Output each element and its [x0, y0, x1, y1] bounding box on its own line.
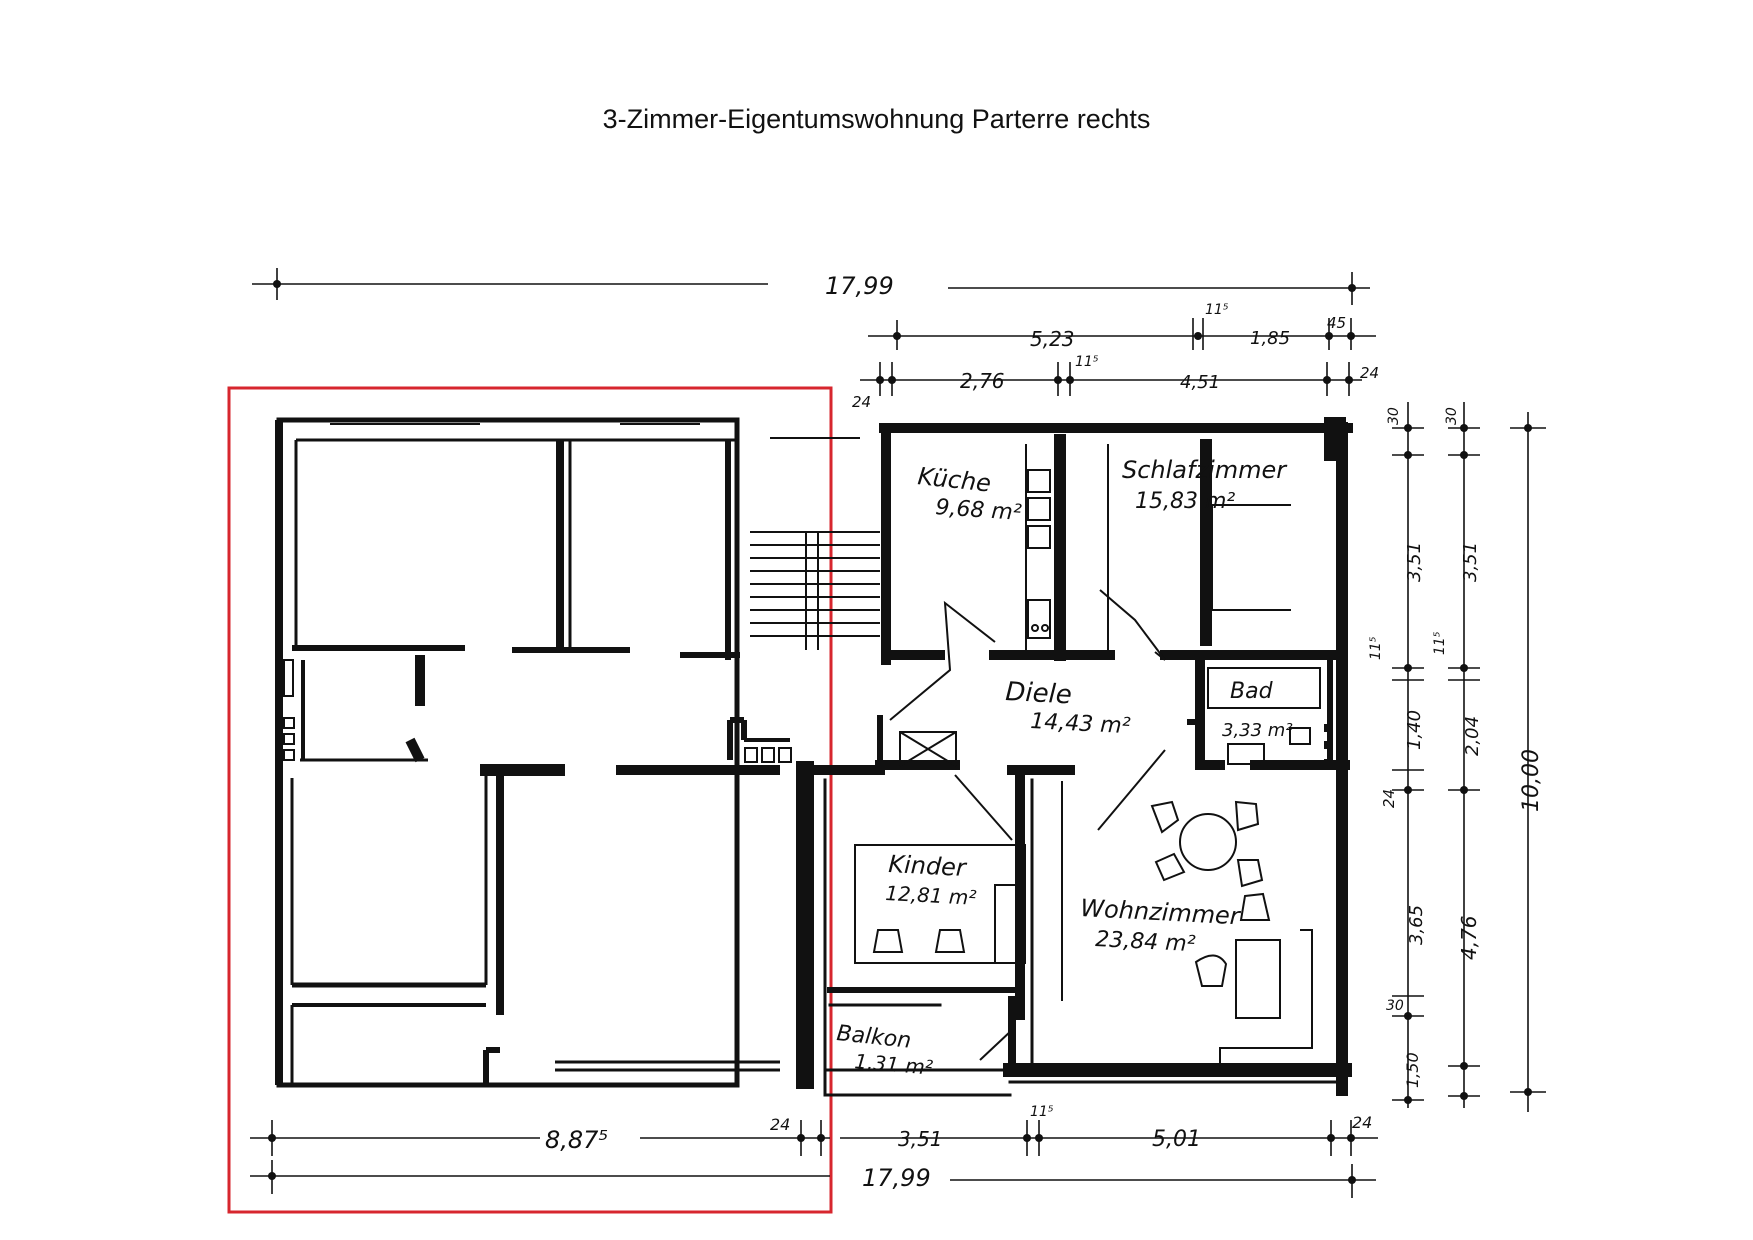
highlight-frame	[227, 386, 833, 1214]
dim-right2-3-51: 3,51	[1460, 542, 1481, 582]
room-bedroom-area: 15,83 m²	[1135, 489, 1235, 514]
dim-right2-30: 30	[1444, 407, 1460, 425]
room-living-area: 23,84 m²	[1095, 927, 1197, 957]
dimension-lines-right	[1392, 402, 1546, 1112]
dimension-labels: 17,99 5,23 1,85 45 11⁵ 11⁵ 24 2,76 4,51 …	[545, 272, 1544, 1192]
dim-right-1-50: 1,50	[1403, 1052, 1422, 1088]
dim-bottom-total: 17,99	[862, 1164, 931, 1192]
dim-top-45: 45	[1327, 314, 1346, 332]
dim-top-total: 17,99	[825, 272, 894, 300]
room-living-name: Wohnzimmer	[1080, 894, 1243, 930]
dim-right2-2-04: 2,04	[1462, 716, 1483, 756]
storage-box	[899, 731, 957, 767]
dim-right-3-51-a: 3,51	[1404, 542, 1425, 582]
dim-top-1-85: 1,85	[1250, 328, 1290, 349]
dim-bottom-5-01: 5,01	[1152, 1127, 1201, 1152]
dim-top-24-right: 24	[1360, 364, 1379, 382]
dim-right2-4-76: 4,76	[1457, 915, 1481, 960]
room-balcony-area: 1,31 m²	[854, 1049, 934, 1080]
dim-top-11-5-b: 11⁵	[1075, 354, 1099, 370]
plan-title: 3-Zimmer-Eigentumswohnung Parterre recht…	[602, 104, 1151, 134]
dim-bottom-8-87: 8,87⁵	[545, 1126, 608, 1154]
dimension-lines-bottom	[250, 1120, 1378, 1198]
dim-bottom-11-5: 11⁵	[1030, 1104, 1054, 1120]
dim-right-total: 10,00	[1519, 749, 1544, 812]
dim-right2-11-5: 11⁵	[1432, 631, 1448, 655]
room-kinder-name: Kinder	[888, 850, 969, 882]
dim-right-30-b: 30	[1386, 998, 1404, 1014]
bath-fixtures	[1207, 667, 1332, 767]
dim-right-3-65: 3,65	[1406, 905, 1427, 945]
room-kinder-area: 12,81 m²	[885, 881, 977, 910]
room-bedroom-name: Schlafzimmer	[1122, 456, 1288, 484]
dim-bottom-3-51: 3,51	[898, 1127, 943, 1151]
living-furniture	[1150, 800, 1313, 1070]
stairwell	[750, 437, 880, 650]
dim-bottom-24-right: 24	[1352, 1113, 1372, 1132]
room-balcony-name: Balkon	[835, 1021, 912, 1054]
room-bath-name: Bad	[1230, 679, 1274, 704]
door-swings	[889, 589, 1166, 1061]
dim-right-1-40: 1,40	[1404, 710, 1425, 750]
room-labels: Küche 9,68 m² Schlafzimmer 15,83 m² Diel…	[835, 456, 1292, 1080]
room-diele-name: Diele	[1005, 677, 1073, 710]
dim-top-24-left: 24	[852, 393, 871, 411]
dim-right-11-5-a: 11⁵	[1368, 636, 1384, 660]
dim-top-5-23: 5,23	[1030, 327, 1075, 351]
kinder-furniture	[854, 844, 1026, 964]
room-kitchen-area: 9,68 m²	[935, 495, 1023, 526]
apartment-walls	[796, 417, 1353, 1097]
dim-right-24: 24	[1380, 789, 1398, 808]
neighbour-unit	[275, 417, 792, 1088]
dim-right-30-a: 30	[1386, 407, 1402, 425]
dim-top-2-76: 2,76	[960, 369, 1005, 393]
kitchen-counter	[1027, 469, 1051, 639]
room-diele-area: 14,43 m²	[1030, 709, 1132, 739]
room-bath-area: 3,33 m²	[1222, 720, 1293, 741]
dim-top-4-51: 4,51	[1180, 372, 1220, 393]
dim-top-11-5-a: 11⁵	[1205, 302, 1229, 318]
dim-bottom-24-left: 24	[770, 1115, 790, 1134]
room-kitchen-name: Küche	[916, 462, 992, 498]
